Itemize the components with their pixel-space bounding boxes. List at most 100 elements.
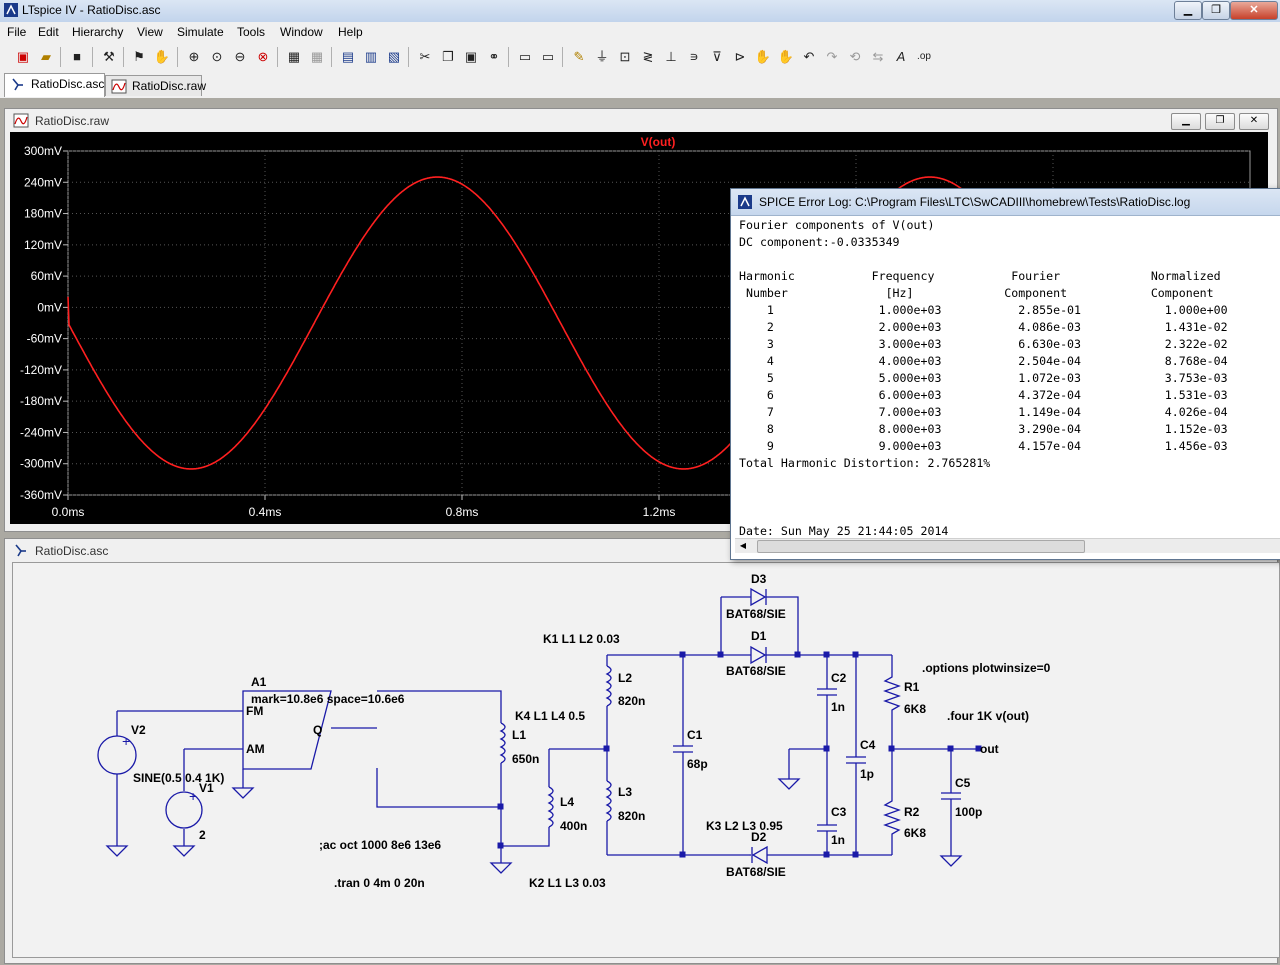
- draw-wire-icon[interactable]: ✎: [573, 49, 585, 64]
- open-folder-icon[interactable]: ▰: [41, 49, 51, 64]
- menu-tools[interactable]: Tools: [237, 25, 266, 39]
- print-icon[interactable]: ▭: [541, 49, 555, 64]
- log-window-titlebar[interactable]: SPICE Error Log: C:\Program Files\LTC\Sw…: [731, 189, 1280, 216]
- halt-hand-icon[interactable]: ✋: [153, 49, 171, 64]
- zoom-pan-icon[interactable]: ⊙: [211, 49, 223, 64]
- k1-directive[interactable]: K1 L1 L2 0.03: [543, 632, 620, 646]
- cut-icon[interactable]: ✂: [419, 49, 431, 64]
- c1-value[interactable]: 68p: [687, 757, 708, 771]
- menu-file[interactable]: File: [7, 25, 27, 39]
- c4-label[interactable]: C4: [860, 738, 876, 752]
- zoom-in-icon[interactable]: ⊕: [188, 49, 200, 64]
- tile-horizontal-icon[interactable]: ▤: [341, 49, 355, 64]
- l3-value[interactable]: 820n: [618, 809, 645, 823]
- scroll-thumb[interactable]: [757, 540, 1085, 553]
- l1-value[interactable]: 650n: [512, 752, 539, 766]
- tile-vertical-icon[interactable]: ▥: [364, 49, 378, 64]
- menu-help[interactable]: Help: [338, 25, 363, 39]
- log-text-area[interactable]: Fourier components of V(out)DC component…: [739, 217, 1280, 539]
- schematic-canvas[interactable]: + + A1 mark=10.8e6 space=10.6e6 FM AM Q …: [12, 562, 1280, 958]
- l3-label[interactable]: L3: [618, 785, 632, 799]
- waveform-minimize-button[interactable]: ▁: [1171, 113, 1201, 130]
- d1-value[interactable]: BAT68/SIE: [726, 664, 786, 678]
- four-directive[interactable]: .four 1K v(out): [947, 709, 1029, 723]
- minimize-button[interactable]: ▁: [1174, 1, 1202, 20]
- capacitor-icon[interactable]: ⊥: [665, 49, 677, 64]
- d3-label[interactable]: D3: [751, 572, 767, 586]
- waveform-icon[interactable]: ▦: [310, 49, 324, 64]
- resistor-icon[interactable]: ≷: [642, 49, 654, 64]
- diode-icon[interactable]: ⊽: [712, 49, 722, 64]
- inductor-icon[interactable]: ∍: [689, 49, 699, 64]
- c5-value[interactable]: 100p: [955, 805, 982, 819]
- l1-label[interactable]: L1: [512, 728, 526, 742]
- v1-value[interactable]: 2: [199, 828, 206, 842]
- mirror-icon[interactable]: ⇆: [872, 49, 884, 64]
- zoom-fit-icon[interactable]: ⊗: [257, 49, 269, 64]
- r1-label[interactable]: R1: [904, 680, 920, 694]
- zoom-out-icon[interactable]: ⊖: [234, 49, 246, 64]
- c1-label[interactable]: C1: [687, 728, 703, 742]
- paste-icon[interactable]: ▣: [464, 49, 478, 64]
- c2-value[interactable]: 1n: [831, 700, 845, 714]
- menu-simulate[interactable]: Simulate: [177, 25, 224, 39]
- k3-directive[interactable]: K3 L2 L3 0.95: [706, 819, 783, 833]
- v2-value[interactable]: SINE(0.5 0.4 1K): [133, 771, 224, 785]
- k2-directive[interactable]: K2 L1 L3 0.03: [529, 876, 606, 890]
- options-directive[interactable]: .options plotwinsize=0: [922, 661, 1051, 675]
- menu-hierarchy[interactable]: Hierarchy: [72, 25, 124, 39]
- d1-label[interactable]: D1: [751, 629, 767, 643]
- c4-value[interactable]: 1p: [860, 767, 874, 781]
- copy-icon[interactable]: ❐: [442, 49, 454, 64]
- k4-directive[interactable]: K4 L1 L4 0.5: [515, 709, 585, 723]
- tran-directive[interactable]: .tran 0 4m 0 20n: [334, 876, 425, 890]
- a1-label[interactable]: A1: [251, 675, 267, 689]
- move-hand-icon[interactable]: ✋: [754, 49, 772, 64]
- control-panel-icon[interactable]: ⚒: [103, 49, 115, 64]
- new-schematic-icon[interactable]: ▣: [16, 49, 30, 64]
- c3-value[interactable]: 1n: [831, 833, 845, 847]
- ground-icon[interactable]: ⏚: [595, 49, 609, 64]
- print-setup-icon[interactable]: ▭: [518, 49, 532, 64]
- l2-label[interactable]: L2: [618, 671, 632, 685]
- a1-params[interactable]: mark=10.8e6 space=10.6e6: [251, 692, 405, 706]
- menu-edit[interactable]: Edit: [38, 25, 59, 39]
- autorange-icon[interactable]: ▦: [287, 49, 301, 64]
- c5-label[interactable]: C5: [955, 776, 971, 790]
- c3-label[interactable]: C3: [831, 805, 847, 819]
- trace-label[interactable]: V(out): [641, 135, 676, 149]
- ac-comment[interactable]: ;ac oct 1000 8e6 13e6: [319, 838, 441, 852]
- tab-schematic[interactable]: RatioDisc.asc: [4, 73, 105, 97]
- log-horizontal-scrollbar[interactable]: ◀: [735, 538, 1280, 553]
- r2-value[interactable]: 6K8: [904, 826, 926, 840]
- out-net-label[interactable]: out: [980, 742, 999, 756]
- v2-label[interactable]: V2: [131, 723, 146, 737]
- scroll-left-arrow[interactable]: ◀: [739, 541, 747, 550]
- undo-icon[interactable]: ↶: [803, 49, 815, 64]
- close-button[interactable]: ✕: [1230, 1, 1278, 20]
- save-icon[interactable]: ■: [73, 49, 81, 64]
- d2-value[interactable]: BAT68/SIE: [726, 865, 786, 879]
- waveform-restore-button[interactable]: ❐: [1205, 113, 1235, 130]
- rotate-icon[interactable]: ⟲: [849, 49, 861, 64]
- c2-label[interactable]: C2: [831, 671, 847, 685]
- d2-label[interactable]: D2: [751, 830, 767, 844]
- run-icon[interactable]: ⚑: [133, 49, 145, 64]
- text-icon[interactable]: A: [896, 49, 906, 64]
- r1-value[interactable]: 6K8: [904, 702, 926, 716]
- redo-icon[interactable]: ↷: [826, 49, 838, 64]
- r2-label[interactable]: R2: [904, 805, 920, 819]
- d3-value[interactable]: BAT68/SIE: [726, 607, 786, 621]
- find-binoculars-icon[interactable]: ⚭: [488, 49, 500, 64]
- waveform-close-button[interactable]: ✕: [1239, 113, 1269, 130]
- cascade-icon[interactable]: ▧: [387, 49, 401, 64]
- component-icon[interactable]: ⊳: [734, 49, 746, 64]
- v1-label[interactable]: V1: [199, 781, 214, 795]
- drag-hand-icon[interactable]: ✋: [777, 49, 795, 64]
- spice-directive-icon[interactable]: .op: [917, 51, 931, 62]
- menu-view[interactable]: View: [137, 25, 163, 39]
- label-net-icon[interactable]: ⊡: [619, 49, 631, 64]
- l4-value[interactable]: 400n: [560, 819, 587, 833]
- l2-value[interactable]: 820n: [618, 694, 645, 708]
- menu-window[interactable]: Window: [280, 25, 323, 39]
